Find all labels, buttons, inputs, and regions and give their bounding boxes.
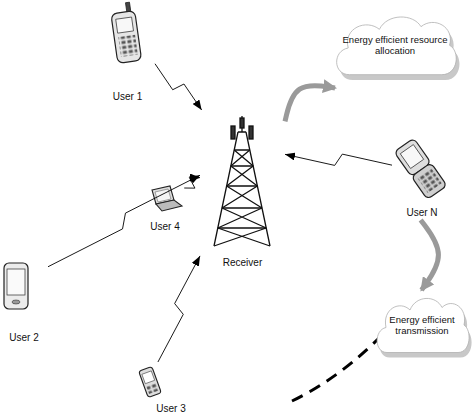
node-label: Receiver <box>223 257 262 269</box>
mobile-phone-icon <box>139 366 162 397</box>
receiver-tower: Receiver <box>200 110 285 270</box>
cloud-outline <box>377 298 469 352</box>
wireless-link <box>184 177 200 188</box>
wireless-link <box>48 175 200 266</box>
node-label: User 2 <box>9 332 38 344</box>
wireless-link <box>285 154 392 165</box>
wireless-link <box>158 256 200 362</box>
tower-symbol <box>214 116 270 246</box>
process-arrow <box>285 86 335 122</box>
node-label: User 1 <box>113 91 142 103</box>
process-arrow <box>421 220 439 290</box>
node-label: User N <box>406 207 437 219</box>
user-device: User 2 <box>0 260 48 345</box>
cloud-label: Energy efficient resource allocation <box>338 35 452 57</box>
cloud-label: Energy efficient transmission <box>380 315 464 337</box>
pda-icon <box>4 263 28 309</box>
user-device: User 1 <box>100 4 155 104</box>
node-label: User 4 <box>150 221 179 233</box>
node-label: User 3 <box>156 403 185 415</box>
cloud-outline <box>337 17 457 75</box>
function-cloud: Energy efficient transmission <box>372 290 472 365</box>
flip-phone-icon <box>394 138 447 199</box>
laptop-icon <box>152 186 182 211</box>
function-cloud: Energy efficient resource allocation <box>330 8 460 88</box>
user-device: User 3 <box>138 362 204 416</box>
wireless-link <box>155 64 202 110</box>
mobile-phone-icon <box>110 2 142 64</box>
user-device: User 4 <box>140 188 190 234</box>
user-device: User N <box>392 130 452 220</box>
